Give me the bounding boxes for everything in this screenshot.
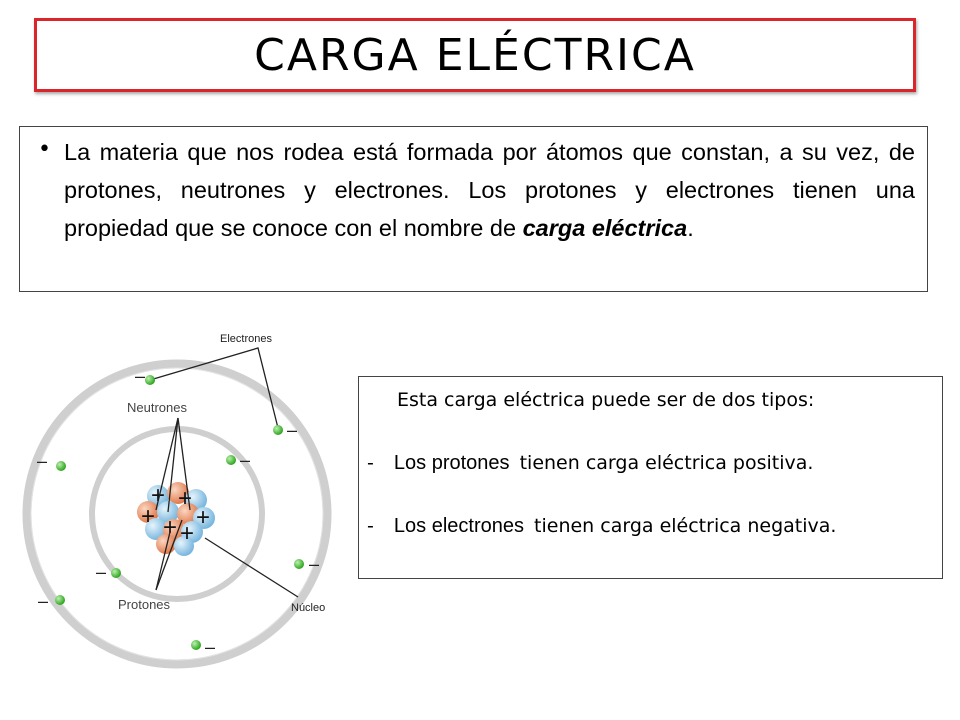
outer-orbit-inner-edge [30,367,324,661]
electron [55,595,65,605]
protones-pointer [155,531,171,591]
electron [226,455,236,465]
electron-signs: – – – – – – – – [37,366,319,657]
intro-emphasis: carga eléctrica [522,215,688,241]
proton [137,501,159,523]
slide-title: CARGA ELÉCTRICA [254,29,696,81]
item-dash: - [367,452,374,474]
electron [145,375,155,385]
item-term: Los electrones [393,515,524,537]
intro-paragraph: La materia que nos rodea está formada po… [64,133,915,247]
minus-sign: – [205,637,215,657]
minus-sign: – [287,420,297,440]
intro-end: . [687,215,694,241]
electron [191,640,201,650]
electrones-pointer [149,347,279,429]
proton [167,482,189,504]
item-description: tienen carga eléctrica negativa. [534,515,837,537]
nucleus: + + + + + + [137,482,215,556]
charge-types-intro: Esta carga eléctrica puede ser de dos ti… [397,389,815,411]
intro-text-box: • La materia que nos rodea está formada … [19,126,928,292]
charge-type-item: - Los protones tienen carga eléctrica po… [367,452,813,475]
plus-sign: + [178,485,192,512]
atom-diagram: + + + + + + – – – – – – – – Electrones [22,333,332,669]
charge-types-box: Esta carga eléctrica puede ser de dos ti… [358,376,943,579]
neutrones-pointer [177,417,191,511]
electron [111,568,121,578]
title-box: CARGA ELÉCTRICA [34,18,916,92]
label-protones: Protones [118,597,171,612]
item-description: tienen carga eléctrica positiva. [519,452,814,474]
charge-type-item: - Los electrones tienen carga eléctrica … [367,515,836,538]
electrons [55,375,304,650]
label-nucleo: Núcleo [291,602,325,614]
neutron [147,485,169,507]
minus-sign: – [240,450,250,470]
pointer-lines [149,347,299,598]
plus-sign: + [163,514,177,541]
minus-sign: – [135,366,145,386]
item-dash: - [367,515,374,537]
minus-sign: – [38,591,48,611]
nucleo-pointer [204,537,299,598]
electron [56,461,66,471]
neutrones-pointer [155,417,179,511]
bullet-icon: • [38,137,51,162]
minus-sign: – [309,554,319,574]
label-electrones: Electrones [220,333,272,345]
item-term: Los protones [393,452,510,474]
neutron [145,518,167,540]
protones-pointer [155,519,183,591]
intro-text: La materia que nos rodea está formada po… [64,139,915,241]
minus-sign: – [37,451,47,471]
label-neutrones: Neutrones [127,400,187,415]
plus-sign: + [196,504,210,531]
plus-sign: + [141,503,155,530]
electron [273,425,283,435]
outer-orbit [22,359,332,669]
minus-sign: – [96,562,106,582]
neutron [174,536,194,556]
neutrones-pointer [167,417,179,513]
plus-sign: + [180,520,194,547]
electron [294,559,304,569]
